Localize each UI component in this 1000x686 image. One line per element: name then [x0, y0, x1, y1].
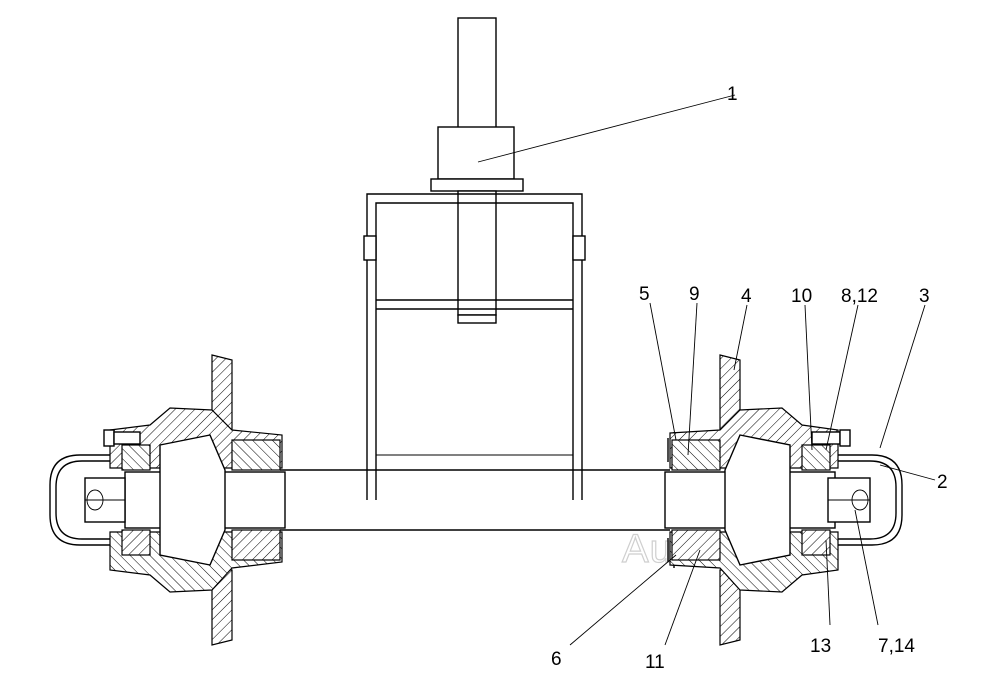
axle-tube: [280, 469, 670, 531]
callout-5: 5: [639, 284, 650, 305]
lifting-screw: [430, 17, 524, 324]
callout-labels: 1 5 9 4 10 8,12 3 2 6 11 13 7,14: [551, 84, 948, 673]
callout-8-12: 8,12: [841, 286, 878, 307]
callout-9: 9: [689, 284, 700, 305]
callout-1: 1: [727, 84, 738, 105]
callout-7-14: 7,14: [878, 636, 915, 657]
callout-3: 3: [919, 286, 930, 307]
callout-13: 13: [810, 636, 831, 657]
left-hub-assembly: [49, 354, 286, 646]
callout-2: 2: [937, 472, 948, 493]
callout-6: 6: [551, 649, 562, 670]
callout-10: 10: [791, 286, 812, 307]
leader-lines: [477, 94, 936, 646]
callout-11: 11: [645, 652, 665, 673]
callout-4: 4: [741, 286, 752, 307]
support-frame: [363, 193, 586, 500]
right-hub-assembly: [664, 354, 903, 646]
